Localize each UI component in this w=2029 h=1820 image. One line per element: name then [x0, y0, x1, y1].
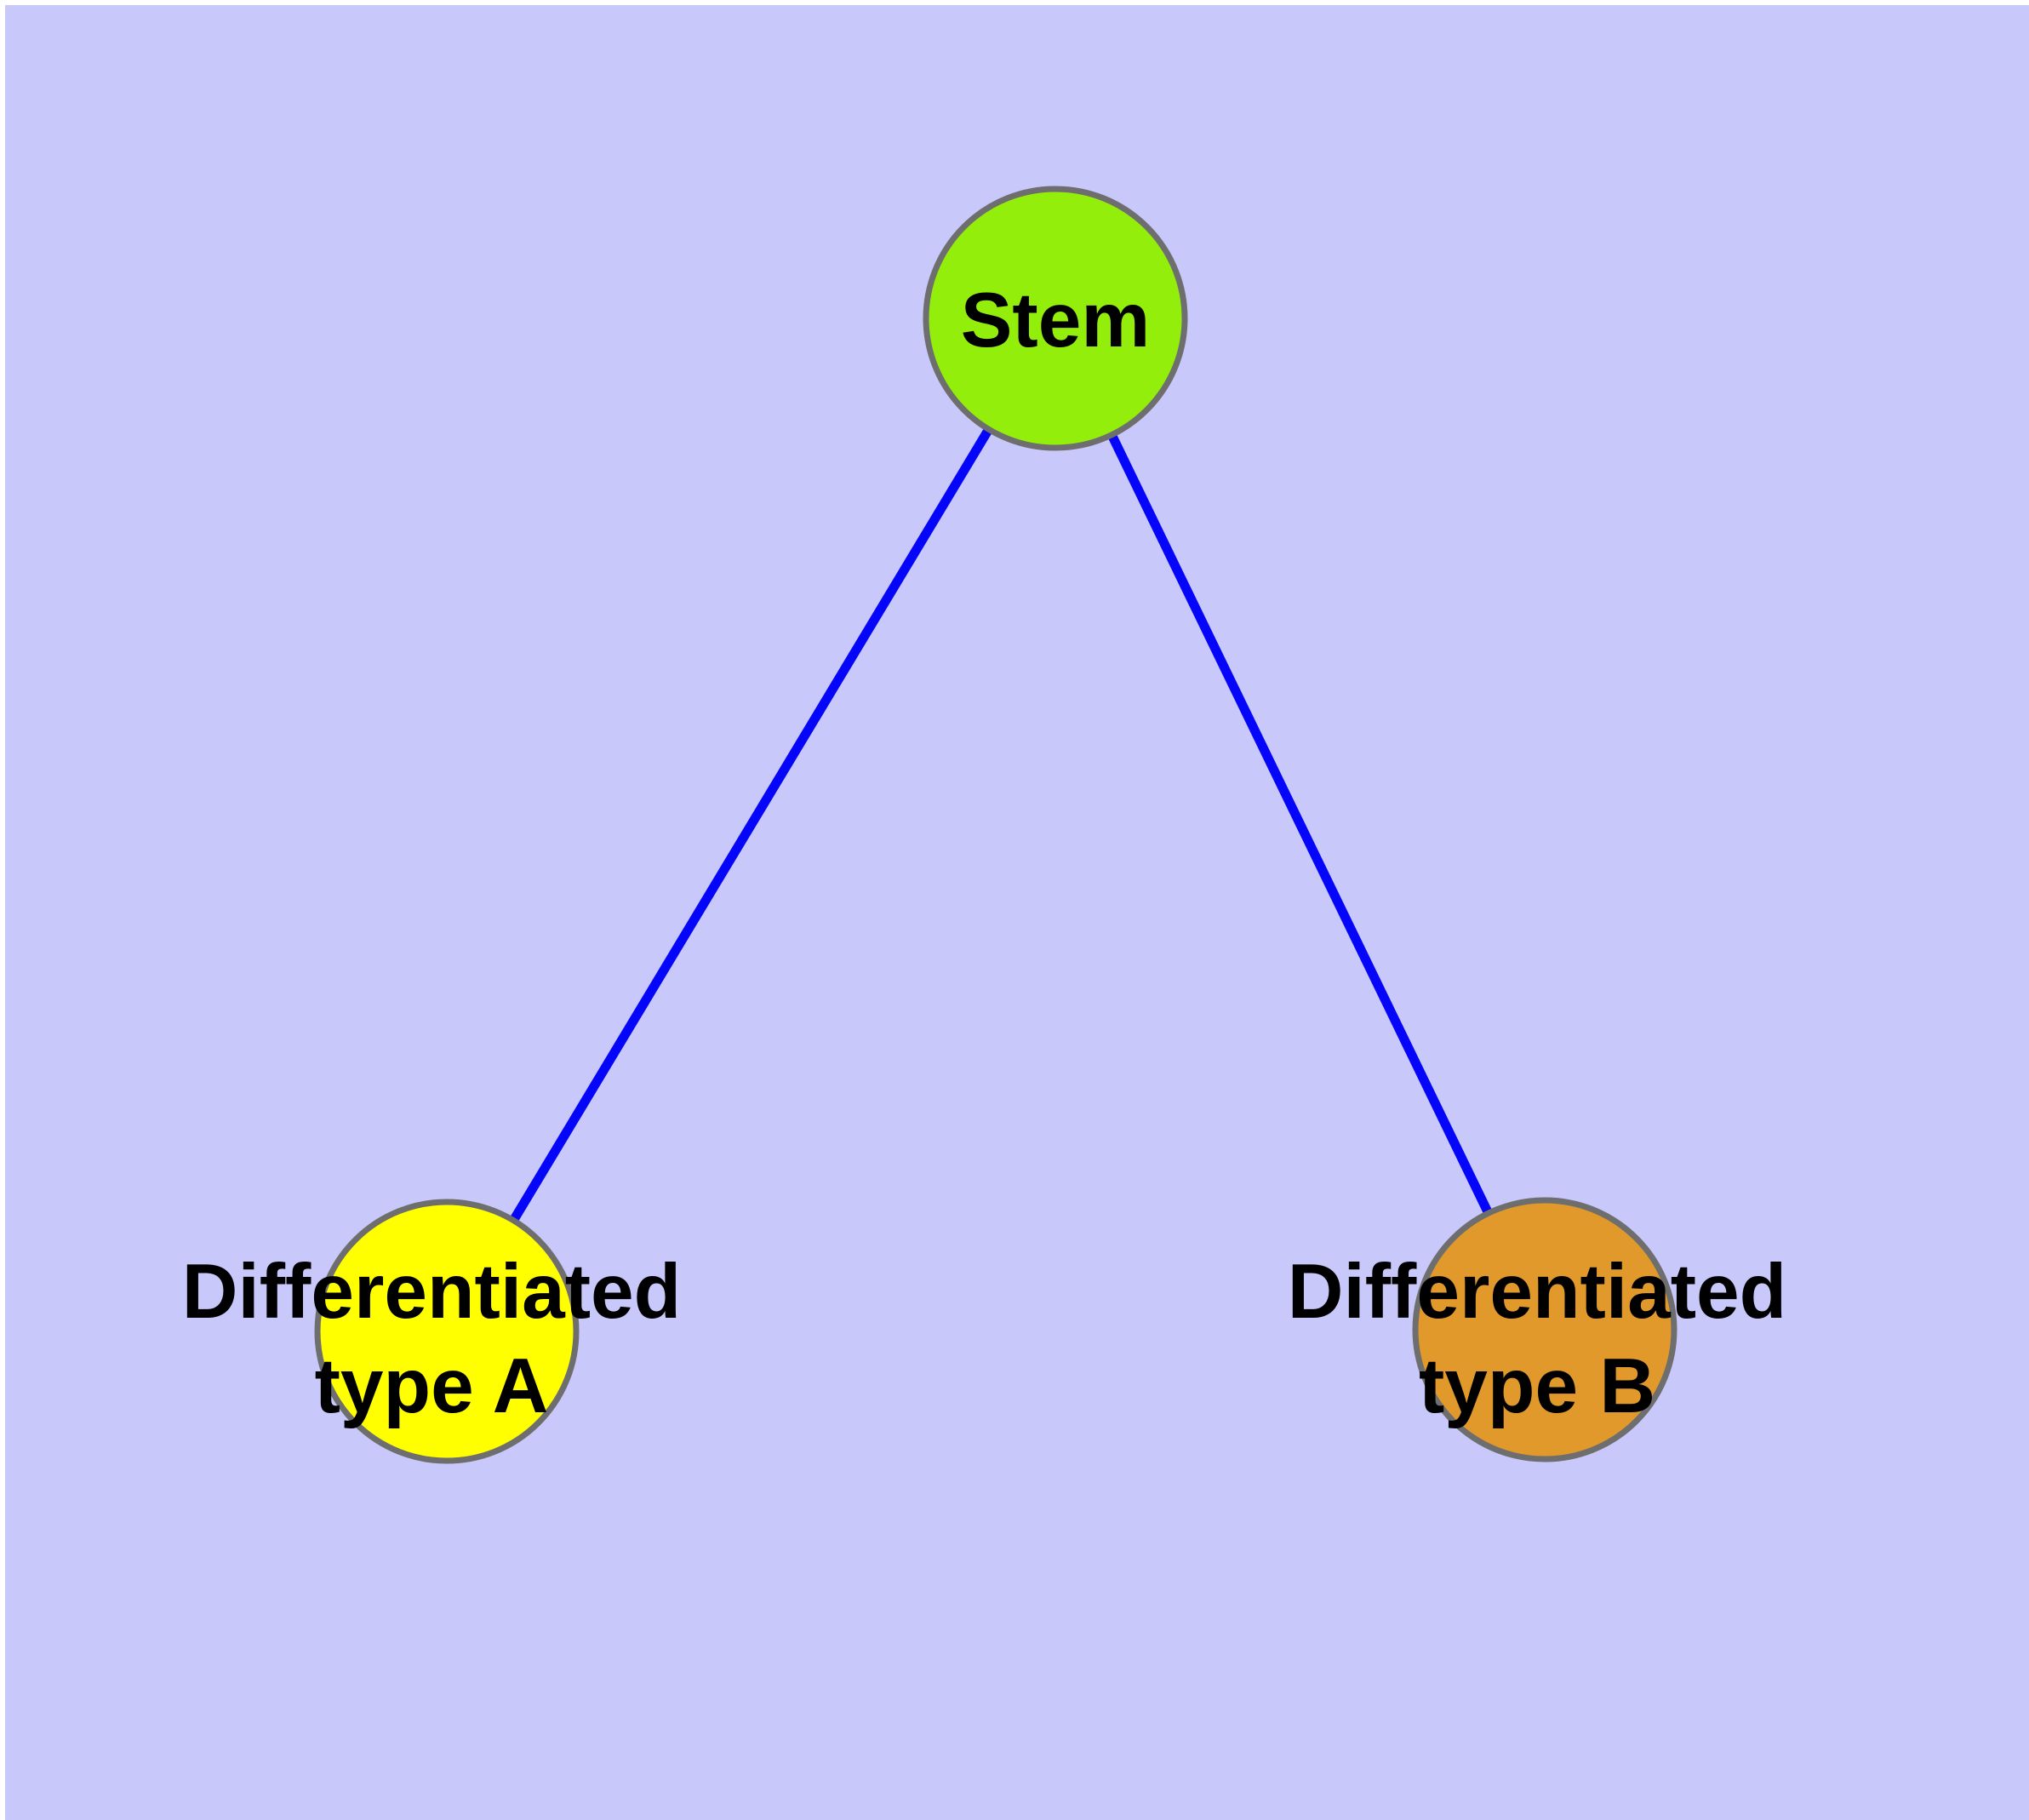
node-type-a: Differentiated type A: [182, 1199, 682, 1464]
node-type-b-label-line1: Differentiated: [1288, 1249, 1787, 1335]
node-type-a-label-line1: Differentiated: [182, 1249, 682, 1335]
node-type-b-circle: [1412, 1197, 1677, 1462]
node-stem: Stem: [923, 186, 1188, 451]
edge-stem-to-type-a: [443, 316, 1060, 1334]
node-type-b-label-line2: type B: [1419, 1343, 1655, 1429]
node-stem-label: Stem: [961, 278, 1151, 363]
node-type-a-label-line2: type A: [315, 1343, 549, 1429]
node-type-a-circle: [314, 1199, 580, 1464]
edge-stem-to-type-b: [1051, 316, 1549, 1332]
node-type-b: Differentiated type B: [1288, 1197, 1787, 1462]
node-stem-circle: [923, 186, 1188, 451]
